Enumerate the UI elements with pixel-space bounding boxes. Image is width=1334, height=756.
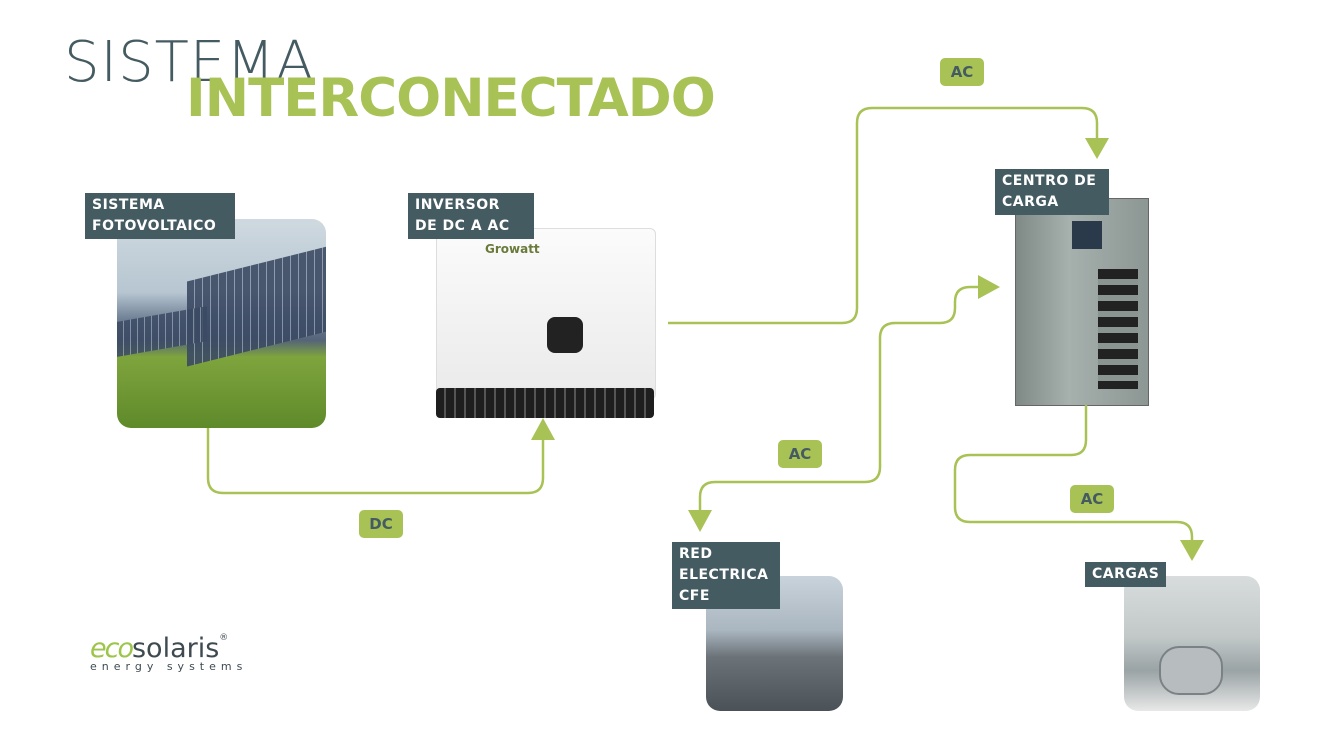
ac-center-loads-connector [953, 405, 1194, 542]
inverter-base [436, 388, 654, 418]
logo-eco: eco [90, 633, 134, 664]
dc-tag: DC [359, 510, 403, 538]
ac-tag-loads: AC [1070, 485, 1114, 513]
arrow-down-icon [688, 510, 712, 532]
ac-inverter-center-connector [668, 106, 1099, 325]
pv-label: SISTEMA FOTOVOLTAICO [85, 193, 235, 239]
title-line2: INTERCONECTADO [186, 68, 716, 129]
title-line1: SISTEMA [64, 30, 315, 95]
ac-grid-center-connector [698, 285, 982, 512]
solar-panels-photo [117, 219, 326, 428]
logo-solaris: solaris [131, 633, 220, 664]
arrow-up-icon [531, 418, 555, 440]
ac-tag-grid: AC [778, 440, 822, 468]
arrow-down-icon [1085, 138, 1109, 159]
inverter-brand: Growatt [485, 242, 540, 256]
arrow-right-icon [978, 275, 1000, 299]
motors-photo [1124, 576, 1260, 711]
inverter-photo: Growatt [436, 228, 656, 400]
arrow-down-icon [1180, 540, 1204, 561]
logo-tagline: energy systems [90, 660, 248, 673]
ecosolaris-logo: ecosolaris® energy systems [90, 633, 247, 673]
loads-label: CARGAS [1085, 562, 1167, 587]
load-center-photo [1015, 198, 1149, 406]
dc-connector [206, 428, 545, 495]
grid-label: RED ELECTRICA CFE [672, 542, 780, 609]
load-center-label: CENTRO DE CARGA [995, 169, 1109, 215]
logo-reg: ® [219, 633, 229, 643]
inverter-label: INVERSOR DE DC A AC [408, 193, 534, 239]
ac-tag-inverter: AC [940, 58, 984, 86]
